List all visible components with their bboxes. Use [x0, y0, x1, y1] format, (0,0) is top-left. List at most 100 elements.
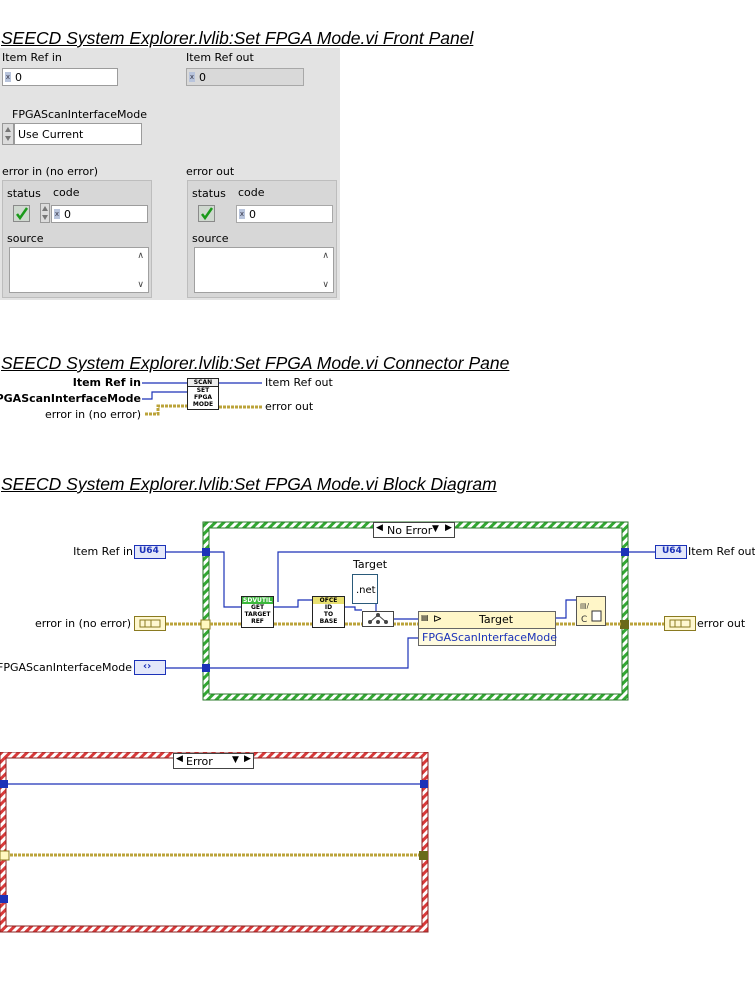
- front-panel: Item Ref in x 0 Item Ref out x 0 FPGASca…: [0, 48, 340, 300]
- item-ref-out-indicator: x 0: [186, 68, 304, 86]
- enum-increment-icon[interactable]: [2, 123, 14, 145]
- get-target-ref-subvi[interactable]: SDVUTIL GET TARGET REF: [241, 596, 274, 628]
- cp-item-ref-out-label: Item Ref out: [265, 376, 333, 389]
- ref-terminal-icon: ▤: [421, 613, 429, 622]
- cp-error-in-label: error in (no error): [44, 408, 141, 421]
- class-hierarchy-icon: [368, 613, 388, 624]
- target-constant-label: Target: [353, 558, 388, 571]
- check-icon: [16, 207, 29, 221]
- item-ref-in-terminal[interactable]: U64: [134, 545, 166, 559]
- error-out-cluster: status code x 0 source ∧ ∨: [187, 180, 337, 298]
- property-node-property: FPGAScanInterfaceMode: [422, 631, 557, 644]
- svg-text:C: C: [581, 615, 587, 625]
- error-case-frame: [0, 752, 429, 933]
- id-to-base-line-0: OFCE: [313, 597, 344, 604]
- icon-line-fpga: FPGA: [193, 394, 213, 401]
- bd-item-ref-out-label: Item Ref out: [688, 545, 755, 558]
- id-to-base-line-1: ID: [324, 604, 333, 611]
- error-out-code-label: code: [238, 186, 265, 199]
- icon-line-set: SET: [196, 387, 210, 394]
- error-out-status-label: status: [192, 187, 226, 200]
- dotnet-text: .net: [356, 585, 376, 596]
- get-target-line-3: REF: [251, 618, 264, 625]
- item-ref-out-label: Item Ref out: [186, 51, 254, 64]
- error-cluster-icon: [139, 619, 161, 628]
- case-no-error-label: No Error: [387, 524, 433, 537]
- error-in-terminal[interactable]: [134, 616, 166, 631]
- get-target-line-0: SDVUTIL: [242, 597, 273, 604]
- error-in-source-label: source: [7, 232, 44, 245]
- error-in-code-label: code: [53, 186, 80, 199]
- close-reference-node[interactable]: ▤/ C: [576, 596, 606, 626]
- error-out-source-field[interactable]: ∧ ∨: [194, 247, 334, 293]
- id-to-base-subvi[interactable]: OFCE ID TO BASE: [312, 596, 345, 628]
- cp-fpga-mode-label: FPGAScanInterfaceMode: [0, 392, 141, 405]
- error-in-status-checkbox[interactable]: [13, 205, 30, 222]
- icon-line-mode: MODE: [192, 401, 214, 408]
- block-diagram-heading: SEECD System Explorer.lvlib:Set FPGA Mod…: [1, 474, 497, 494]
- case-prev-icon[interactable]: ◀: [376, 523, 383, 533]
- error-out-status-indicator: [198, 205, 215, 222]
- item-ref-out-value: 0: [199, 71, 206, 84]
- svg-text:▤/: ▤/: [580, 602, 590, 610]
- error-cluster-icon: [669, 619, 691, 628]
- item-ref-out-terminal[interactable]: U64: [655, 545, 687, 559]
- id-to-base-line-3: BASE: [319, 618, 338, 625]
- case-selector-error[interactable]: ◀ Error ▼ ▶: [173, 753, 254, 769]
- radix-icon: x: [54, 209, 60, 219]
- connector-pane-heading: SEECD System Explorer.lvlib:Set FPGA Mod…: [1, 353, 510, 373]
- error-in-code-value: 0: [64, 208, 71, 221]
- item-ref-in-control[interactable]: x 0: [2, 68, 118, 86]
- case-selector-no-error[interactable]: ◀ No Error ▼ ▶: [373, 522, 455, 538]
- id-to-base-line-2: TO: [323, 611, 334, 618]
- bd-item-ref-in-label: Item Ref in: [73, 545, 133, 558]
- key-icon: ⊳: [433, 612, 443, 625]
- block-diagram-wires: [166, 521, 664, 701]
- radix-icon: x: [239, 209, 245, 219]
- fpga-mode-label: FPGAScanInterfaceMode: [12, 108, 147, 121]
- case-dropdown-icon[interactable]: ▼: [232, 755, 239, 765]
- cp-error-out-label: error out: [265, 400, 314, 413]
- bd-error-in-label: error in (no error): [34, 617, 131, 630]
- property-node-header: ▤ ⊳ Target: [419, 612, 555, 629]
- check-icon: [201, 207, 214, 221]
- error-out-code-indicator: x 0: [236, 205, 333, 223]
- error-in-cluster: status code x 0 source ∧ ∨: [2, 180, 152, 298]
- target-dotnet-constant[interactable]: .net: [352, 574, 378, 604]
- target-property-node[interactable]: ▤ ⊳ Target FPGAScanInterfaceMode: [418, 611, 557, 646]
- fpga-mode-enum[interactable]: Use Current: [14, 123, 142, 145]
- scroll-up-icon[interactable]: ∧: [137, 251, 144, 261]
- error-out-terminal[interactable]: [664, 616, 696, 631]
- case-next-icon[interactable]: ▶: [445, 523, 452, 533]
- set-fpga-mode-icon: SCAN SET FPGA MODE: [187, 378, 219, 410]
- bd-fpga-mode-label: FPGAScanInterfaceMode: [0, 661, 132, 674]
- to-more-specific-class-node[interactable]: [362, 611, 394, 627]
- fpga-mode-value: Use Current: [18, 128, 84, 141]
- error-in-source-field[interactable]: ∧ ∨: [9, 247, 149, 293]
- fpga-mode-terminal[interactable]: ‹›: [134, 660, 166, 675]
- scroll-down-icon[interactable]: ∨: [137, 280, 144, 290]
- u64-type-label: U64: [139, 546, 159, 556]
- get-target-line-1: GET: [250, 604, 265, 611]
- case-error-label: Error: [186, 755, 213, 768]
- case-prev-icon[interactable]: ◀: [176, 754, 183, 764]
- scroll-down-icon[interactable]: ∨: [322, 280, 329, 290]
- scroll-up-icon[interactable]: ∧: [322, 251, 329, 261]
- error-in-status-label: status: [7, 187, 41, 200]
- property-node-class: Target: [479, 613, 514, 626]
- code-increment-icon[interactable]: [40, 203, 50, 223]
- item-ref-in-value: 0: [15, 71, 22, 84]
- radix-icon: x: [5, 72, 11, 82]
- get-target-line-2: TARGET: [244, 611, 271, 618]
- u64-type-label: U64: [662, 546, 682, 556]
- error-in-label: error in (no error): [2, 165, 99, 178]
- case-next-icon[interactable]: ▶: [244, 754, 251, 764]
- cp-item-ref-in-label: Item Ref in: [72, 376, 141, 389]
- connector-pane-wires: [142, 382, 262, 416]
- bd-error-out-label: error out: [697, 617, 746, 630]
- enum-arrows-icon: ‹›: [143, 661, 152, 672]
- error-in-code-field[interactable]: x 0: [51, 205, 148, 223]
- item-ref-in-label: Item Ref in: [2, 51, 62, 64]
- case-dropdown-icon[interactable]: ▼: [432, 524, 439, 534]
- error-out-label: error out: [186, 165, 235, 178]
